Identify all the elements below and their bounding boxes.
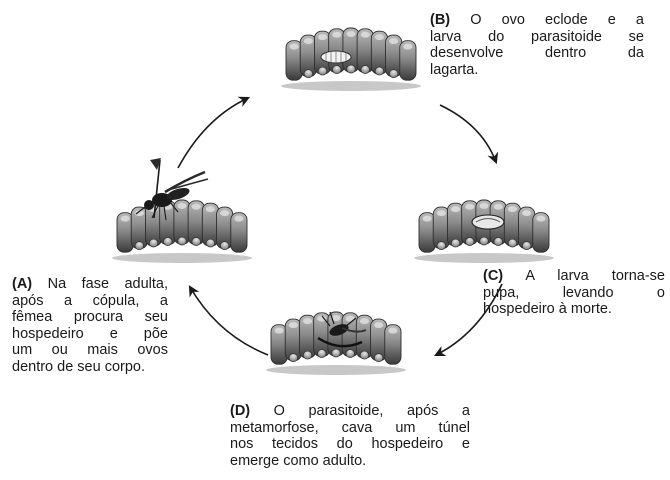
caption-b-line-1: (B) O ovo eclode e a xyxy=(430,12,644,29)
caterpillar-d-illustration xyxy=(266,312,406,375)
caption-a-line-1: (A) Na fase adulta, xyxy=(12,276,168,293)
caption-a: (A) Na fase adulta, após a cópula, a fêm… xyxy=(12,276,168,375)
caption-c-line-3: hospedeiro à morte. xyxy=(483,301,665,318)
caterpillar-a-illustration xyxy=(112,200,252,263)
caption-c-line-1: (C) A larva torna-se xyxy=(483,268,665,285)
caption-b-label: (B) xyxy=(430,12,450,28)
caption-c: (C) A larva torna-se pupa, levando o hos… xyxy=(483,268,665,318)
caption-b: (B) O ovo eclode e a larva do parasitoid… xyxy=(430,12,644,78)
caption-b-line-4: lagarta. xyxy=(430,62,644,79)
caterpillar-b-illustration xyxy=(281,28,421,91)
caption-a-line-5: um ou mais ovos xyxy=(12,342,168,359)
caption-d-label: (D) xyxy=(230,403,250,419)
caption-a-label: (A) xyxy=(12,276,32,292)
caption-a-line-4: hospedeiro e põe xyxy=(12,326,168,343)
caption-c-line-2: pupa, levando o xyxy=(483,285,665,302)
caption-b-line-3: desenvolve dentro da xyxy=(430,45,644,62)
caption-d-line-2: metamorfose, cava um túnel xyxy=(230,420,470,437)
caterpillar-c-illustration xyxy=(414,200,554,263)
arrow-d-to-a xyxy=(190,287,268,355)
caption-c-label: (C) xyxy=(483,268,503,284)
caption-a-line-3: fêmea procura seu xyxy=(12,309,168,326)
caption-d: (D) O parasitoide, após a metamorfose, c… xyxy=(230,403,470,469)
caption-a-line-6: dentro de seu corpo. xyxy=(12,359,168,376)
caption-b-line-2: larva do parasitoide se xyxy=(430,29,644,46)
caption-d-line-1: (D) O parasitoide, após a xyxy=(230,403,470,420)
caption-d-line-3: nos tecidos do hospedeiro e xyxy=(230,436,470,453)
caption-d-line-4: emerge como adulto. xyxy=(230,453,470,470)
arrow-a-to-b xyxy=(178,98,248,168)
caption-a-line-2: após a cópula, a xyxy=(12,293,168,310)
arrow-b-to-c xyxy=(440,105,496,162)
